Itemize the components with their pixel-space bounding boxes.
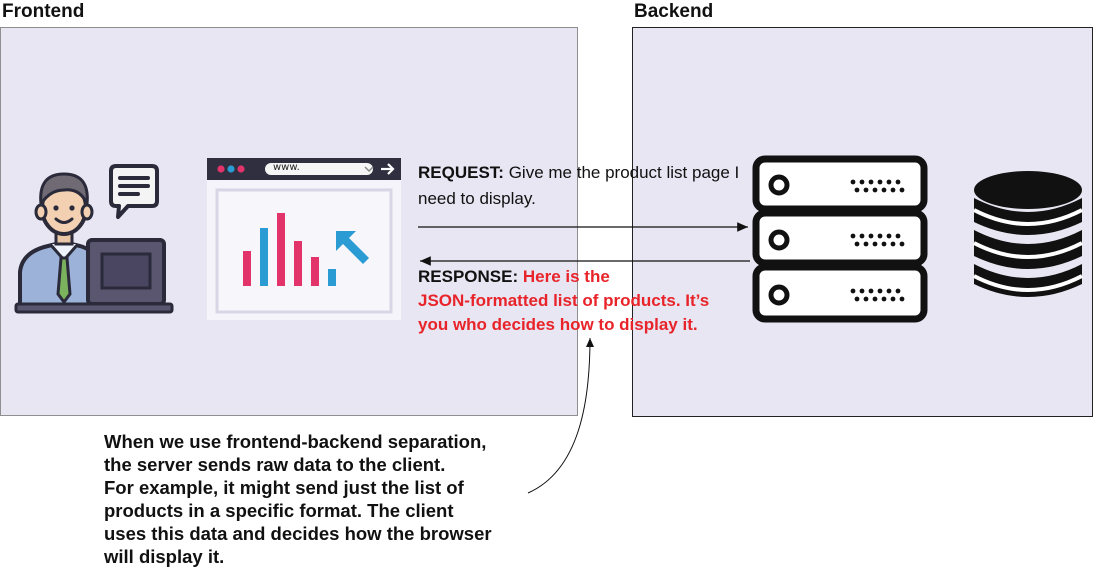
url-text: www. — [273, 162, 300, 173]
response-message: RESPONSE: Here is the JSON-formatted lis… — [418, 265, 768, 337]
speech-bubble-icon — [109, 164, 159, 219]
user-at-computer-icon — [14, 172, 174, 314]
database-icon — [973, 171, 1083, 297]
window-min-dot — [227, 165, 235, 173]
response-text-line-1: Here is the — [522, 267, 610, 286]
request-text: Give me the product list page I need to … — [418, 163, 740, 208]
response-text-line-2: JSON-formatted list of products. It’s — [418, 291, 710, 310]
cursor-arrow-icon — [336, 231, 369, 264]
browser-chart-icon — [207, 158, 401, 320]
response-text-line-3: you who decides how to display it. — [418, 315, 698, 334]
window-close-dot — [217, 165, 225, 173]
server-rack-icon — [752, 155, 928, 323]
url-bar — [265, 163, 373, 175]
backend-heading: Backend — [634, 1, 714, 22]
request-message: REQUEST: Give me the product list page I… — [418, 160, 748, 212]
window-max-dot — [237, 165, 245, 173]
request-label: REQUEST: — [418, 163, 504, 182]
note-pointer-arrow — [527, 337, 594, 494]
frontend-heading: Frontend — [2, 1, 85, 22]
explanation-note: When we use frontend-backend separation,… — [104, 431, 492, 567]
response-label: RESPONSE: — [418, 267, 519, 286]
